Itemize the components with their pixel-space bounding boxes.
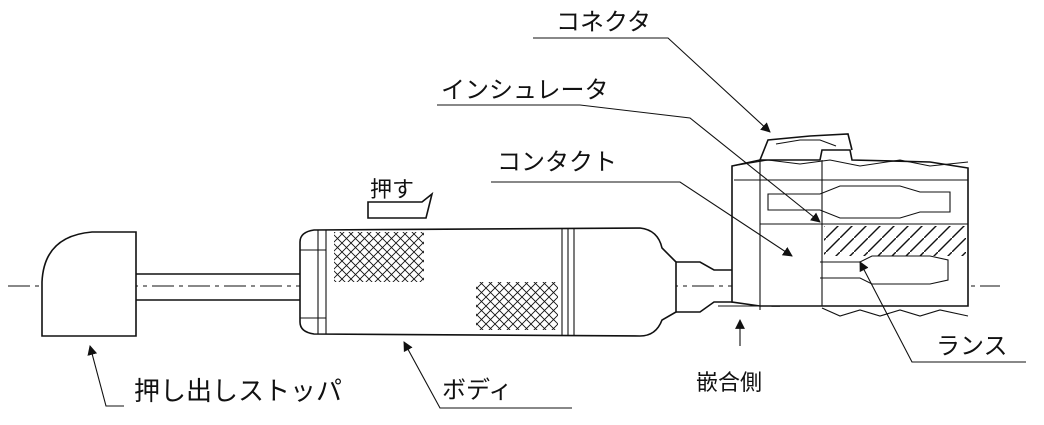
tool-body xyxy=(299,227,677,337)
label-lance: ランス xyxy=(936,332,1008,360)
label-contact: コンタクト xyxy=(497,148,617,176)
label-connector: コネクタ xyxy=(556,8,651,36)
label-push: 押す xyxy=(370,178,414,203)
shaft xyxy=(136,273,300,301)
insulator-hatch xyxy=(824,226,966,256)
label-body: ボディ xyxy=(442,376,512,404)
label-stopper: 押し出しストッパ xyxy=(134,377,342,407)
knurl-upper xyxy=(334,232,424,282)
stopper-cap xyxy=(41,231,137,337)
label-insulator: インシュレータ xyxy=(441,76,609,104)
connector-housing xyxy=(731,133,969,317)
leader-lines xyxy=(87,37,1026,409)
push-arrow-shape xyxy=(367,191,434,219)
knurl-lower xyxy=(476,282,558,330)
label-mating-side: 嵌合側 xyxy=(696,371,762,396)
